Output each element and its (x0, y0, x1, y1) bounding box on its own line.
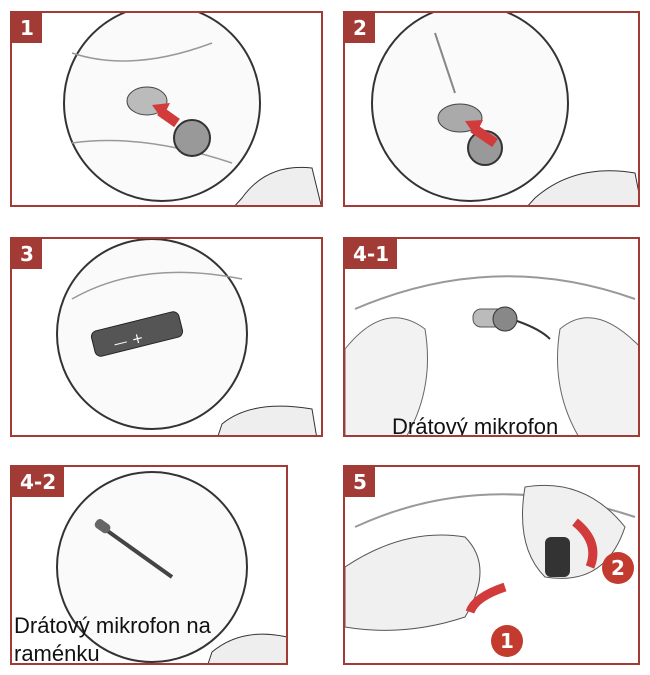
step-badge-1: 1 (12, 13, 42, 43)
step-5-panel: 5 1 2 (343, 465, 640, 665)
step-marker-2: 2 (602, 552, 634, 584)
button-control-illustration: — + (12, 239, 323, 437)
step-1-panel: 1 (10, 11, 323, 207)
step-marker-1: 1 (491, 625, 523, 657)
speaker-install-illustration-2 (345, 13, 640, 207)
step-badge-3: 3 (12, 239, 42, 269)
step-4-2-panel: 4-2 Drátový mikrofon na raménku (10, 465, 288, 665)
boom-microphone-label-line1: Drátový mikrofon na (14, 613, 211, 639)
wired-microphone-label: Drátový mikrofon (392, 414, 558, 437)
step-3-panel: 3 — + (10, 237, 323, 437)
speaker-install-illustration-1 (12, 13, 323, 207)
step-4-1-panel: 4-1 Drátový mikrofon (343, 237, 640, 437)
boom-microphone-label-line2: raménku (14, 641, 100, 665)
step-badge-5: 5 (345, 467, 375, 497)
step-2-panel: 2 (343, 11, 640, 207)
step-badge-4-2: 4-2 (12, 467, 64, 497)
step-badge-4-1: 4-1 (345, 239, 397, 269)
step-badge-2: 2 (345, 13, 375, 43)
